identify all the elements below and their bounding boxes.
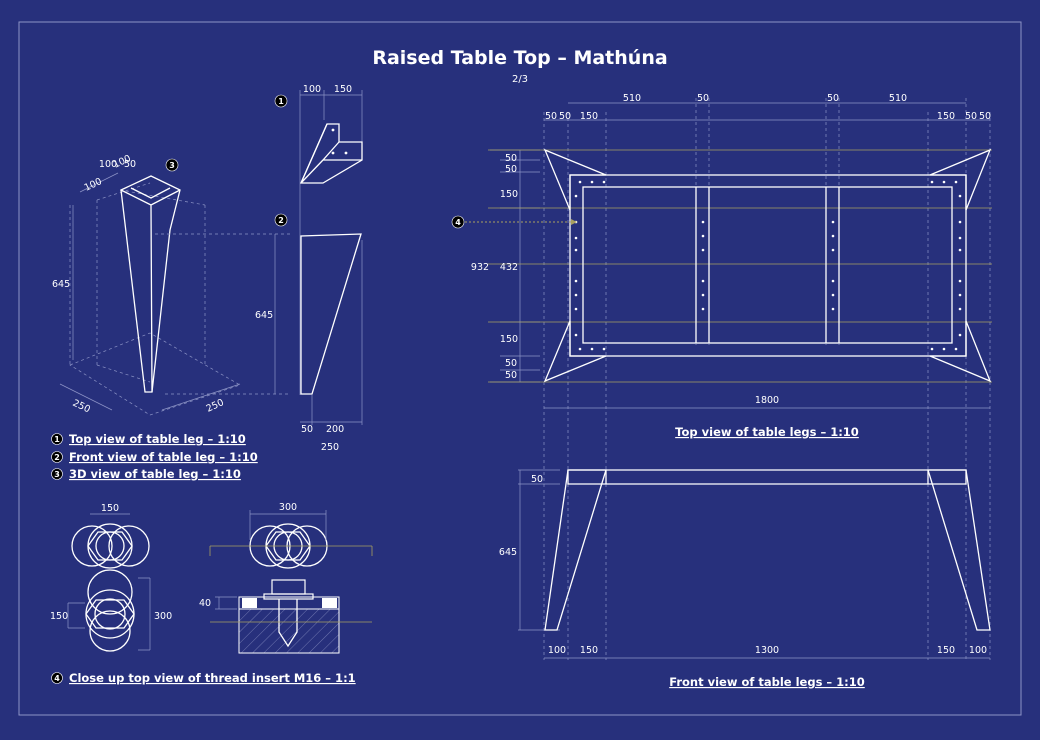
svg-text:1: 1 [54, 435, 60, 444]
svg-text:2: 2 [278, 216, 284, 225]
dim-top-row1-d: 510 [889, 93, 907, 104]
dim-3d-top-b: 50 [124, 159, 136, 170]
dim-left-b: 50 [505, 164, 517, 175]
svg-text:3: 3 [169, 161, 175, 170]
svg-text:2: 2 [54, 453, 60, 462]
dim-front-bottom-d: 150 [937, 645, 955, 656]
table-front-view [518, 469, 991, 659]
dim-legfront-height: 645 [255, 310, 273, 321]
dim-insert-w150: 150 [101, 503, 119, 514]
table-top-view [465, 98, 992, 660]
dim-top-row2-a: 50 [545, 111, 557, 122]
dim-left-d: 432 [500, 262, 518, 273]
svg-text:Close up top view of thread in: Close up top view of thread insert M16 –… [69, 671, 356, 685]
dim-top-row2-e: 50 [965, 111, 977, 122]
thread-insert-top-views [67, 510, 373, 652]
dim-left-c: 150 [500, 189, 518, 200]
caption-top-view: Top view of table legs – 1:10 [675, 425, 859, 439]
dim-front-bottom-a: 100 [548, 645, 566, 656]
dim-top-row2-c: 150 [580, 111, 598, 122]
dim-top-row2-b: 50 [559, 111, 571, 122]
dim-top-row2-d: 150 [937, 111, 955, 122]
dim-left-f: 50 [505, 358, 517, 369]
leg-3d-view [59, 172, 241, 416]
dim-insert-h300: 300 [154, 611, 172, 622]
dim-3d-base-right: 250 [205, 397, 226, 415]
dim-total-height: 932 [471, 262, 489, 273]
dim-3d-side: 100 [83, 176, 104, 194]
svg-text:Top view of table leg – 1:10: Top view of table leg – 1:10 [69, 432, 246, 446]
dim-front-top: 50 [531, 474, 543, 485]
page-number: 2/3 [512, 74, 528, 85]
sheet-border [18, 21, 1022, 716]
svg-text:3D view of table leg – 1:10: 3D view of table leg – 1:10 [69, 467, 241, 481]
svg-text:1: 1 [278, 97, 284, 106]
dim-front-bottom-c: 1300 [755, 645, 779, 656]
dim-3d-height: 645 [52, 279, 70, 290]
badge-3: 3 [165, 158, 179, 172]
legend-item-4: 4 Close up top view of thread insert M16… [51, 671, 356, 685]
dim-legfront-total: 250 [321, 442, 339, 453]
dim-legtop-a: 100 [303, 84, 321, 95]
dim-legtop-b: 150 [334, 84, 352, 95]
dim-left-g: 50 [505, 370, 517, 381]
dim-insert-h150: 150 [50, 611, 68, 622]
dim-front-bottom-e: 100 [969, 645, 987, 656]
dim-front-bottom-b: 150 [580, 645, 598, 656]
leg-front-view [155, 233, 363, 425]
legend-item-3: 3 3D view of table leg – 1:10 [51, 467, 241, 481]
svg-text:Front view of table leg – 1:10: Front view of table leg – 1:10 [69, 450, 258, 464]
dim-insert-depth: 40 [199, 598, 211, 609]
dim-top-row1-b: 50 [697, 93, 709, 104]
badge-2: 2 [274, 213, 288, 227]
svg-text:3: 3 [54, 470, 60, 479]
dim-legfront-bottom-a: 50 [301, 424, 313, 435]
thread-insert-section [210, 579, 372, 654]
dim-3d-base-left: 250 [71, 398, 92, 416]
dim-front-height: 645 [499, 547, 517, 558]
dim-left-a: 50 [505, 153, 517, 164]
legend-item-2: 2 Front view of table leg – 1:10 [51, 450, 258, 464]
dim-3d-top-a: 100 [99, 159, 117, 170]
svg-text:4: 4 [54, 674, 60, 683]
svg-text:4: 4 [455, 218, 461, 227]
dim-left-e: 150 [500, 334, 518, 345]
dim-top-row2-f: 50 [979, 111, 991, 122]
dim-legfront-bottom-b: 200 [326, 424, 344, 435]
drawing-title: Raised Table Top – Mathúna [372, 47, 667, 69]
dim-top-row1-c: 50 [827, 93, 839, 104]
dim-insert-w300: 300 [279, 502, 297, 513]
caption-front-view: Front view of table legs – 1:10 [669, 675, 865, 689]
badge-4: 4 [451, 215, 465, 229]
badge-1: 1 [274, 94, 288, 108]
leg-top-view [299, 90, 363, 395]
legend-item-1: 1 Top view of table leg – 1:10 [51, 432, 246, 446]
dim-total-width: 1800 [755, 395, 779, 406]
dim-top-row1-a: 510 [623, 93, 641, 104]
